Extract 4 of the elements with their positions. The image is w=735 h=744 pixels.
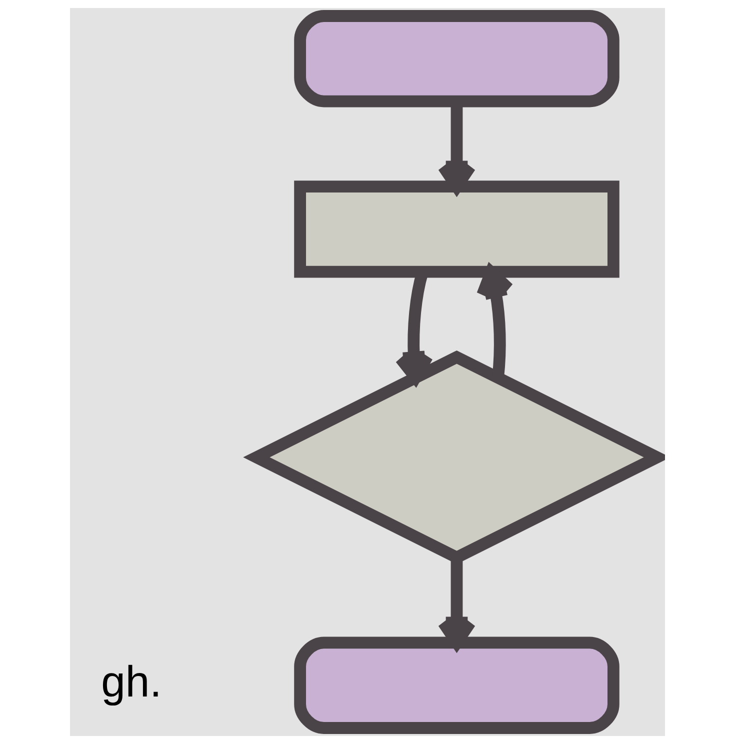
node-box: [294, 636, 620, 734]
label: gh.: [101, 658, 162, 706]
node-box: [294, 10, 620, 108]
node-box: [294, 180, 620, 278]
